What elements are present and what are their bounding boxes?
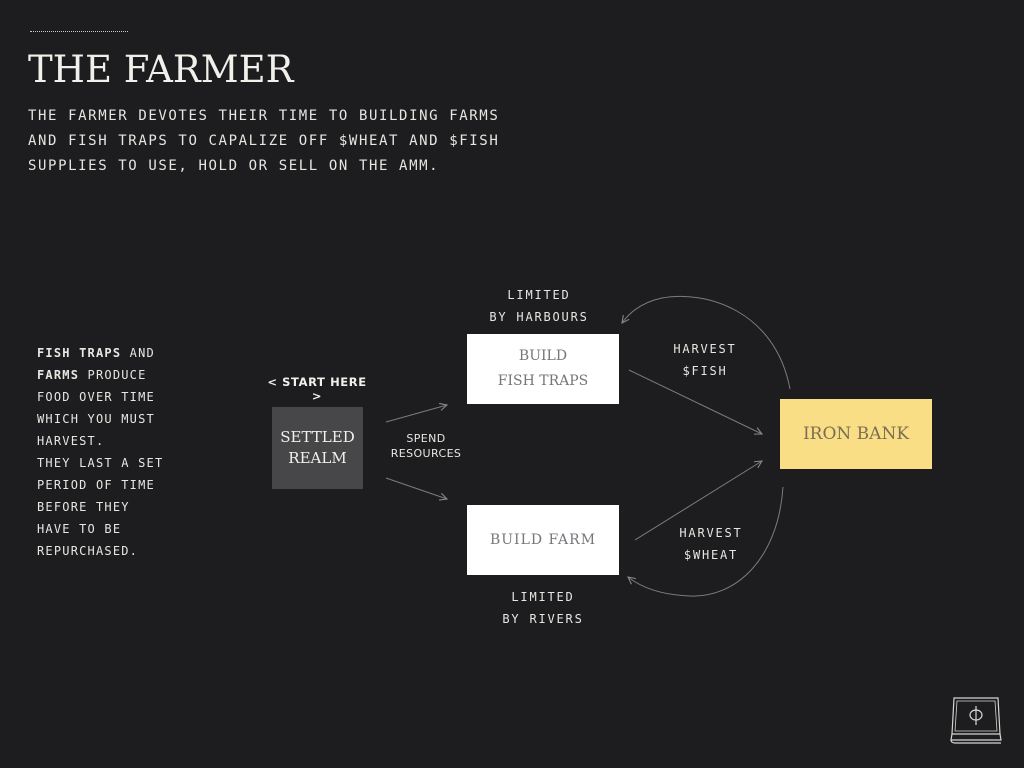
- phi-book-icon: [950, 697, 1002, 744]
- side-note-rest: AND: [121, 346, 155, 360]
- label-line: LIMITED: [507, 288, 571, 302]
- side-note-rest: PRODUCE: [79, 368, 147, 382]
- side-note-bold: FISH TRAPS: [37, 346, 122, 360]
- limited-by-rivers-label: LIMITED BY RIVERS: [488, 586, 598, 630]
- arrow-realm-to-farm: [385, 477, 447, 499]
- label-line: RESOURCES: [390, 447, 462, 460]
- label-line: HARVEST: [673, 342, 737, 356]
- side-note-line: HARVEST.: [37, 434, 105, 448]
- side-note-bold: FARMS: [37, 368, 80, 382]
- label-line: $WHEAT: [683, 548, 739, 562]
- build-farm-box: BUILD FARM: [467, 505, 619, 575]
- side-note-line: HAVE TO BE: [37, 522, 122, 536]
- label-line: HARVEST: [679, 526, 743, 540]
- side-note-line: THEY LAST A SET: [37, 456, 164, 470]
- iron-bank-box: IRON BANK: [780, 399, 932, 469]
- label-line: $FISH: [682, 364, 728, 378]
- label-line: BY HARBOURS: [489, 310, 589, 324]
- harvest-wheat-label: HARVEST $WHEAT: [674, 522, 748, 566]
- side-note-line: FOOD OVER TIME: [37, 390, 155, 404]
- spend-resources-label: SPEND RESOURCES: [386, 431, 466, 461]
- box-label-line: FISH TRAPS: [497, 373, 589, 389]
- box-label-line: BUILD FARM: [489, 532, 597, 548]
- box-label-line: REALM: [288, 449, 347, 467]
- side-note-line: REPURCHASED.: [37, 544, 139, 558]
- settled-realm-box: SETTLED REALM: [272, 407, 363, 489]
- box-label-line: IRON BANK: [802, 424, 910, 444]
- intro-line: AND FISH TRAPS TO CAPALIZE OFF $WHEAT AN…: [28, 133, 500, 149]
- arrow-farm-to-bank: [634, 461, 762, 541]
- arrow-bank-return-to-farm: [628, 486, 784, 597]
- side-note-line: FARMS PRODUCE: [37, 364, 197, 386]
- start-here-label: < START HERE >: [267, 375, 367, 403]
- intro-line: THE FARMER DEVOTES THEIR TIME TO BUILDIN…: [28, 108, 500, 124]
- side-note-line: WHICH YOU MUST: [37, 412, 155, 426]
- page-title: THE FARMER: [28, 48, 294, 91]
- side-note: FISH TRAPS AND FARMS PRODUCE FOOD OVER T…: [37, 342, 197, 562]
- side-note-line: FISH TRAPS AND: [37, 342, 197, 364]
- decorative-dotted-line: [30, 31, 128, 32]
- build-fish-traps-box: BUILD FISH TRAPS: [467, 334, 619, 404]
- arrow-bank-return-to-fish-traps: [622, 295, 791, 390]
- intro-text: THE FARMER DEVOTES THEIR TIME TO BUILDIN…: [28, 104, 498, 179]
- side-note-line: PERIOD OF TIME: [37, 478, 155, 492]
- box-label-line: SETTLED: [280, 428, 355, 446]
- arrow-fish-traps-to-bank: [628, 369, 762, 434]
- box-label-line: BUILD: [518, 348, 568, 364]
- intro-line: SUPPLIES TO USE, HOLD OR SELL ON THE AMM…: [28, 158, 440, 174]
- label-line: BY RIVERS: [502, 612, 584, 626]
- label-line: SPEND: [406, 432, 446, 445]
- limited-by-harbours-label: LIMITED BY HARBOURS: [488, 284, 590, 328]
- arrow-realm-to-fish-traps: [385, 405, 447, 423]
- side-note-line: BEFORE THEY: [37, 500, 130, 514]
- harvest-fish-label: HARVEST $FISH: [668, 338, 742, 382]
- label-line: LIMITED: [511, 590, 575, 604]
